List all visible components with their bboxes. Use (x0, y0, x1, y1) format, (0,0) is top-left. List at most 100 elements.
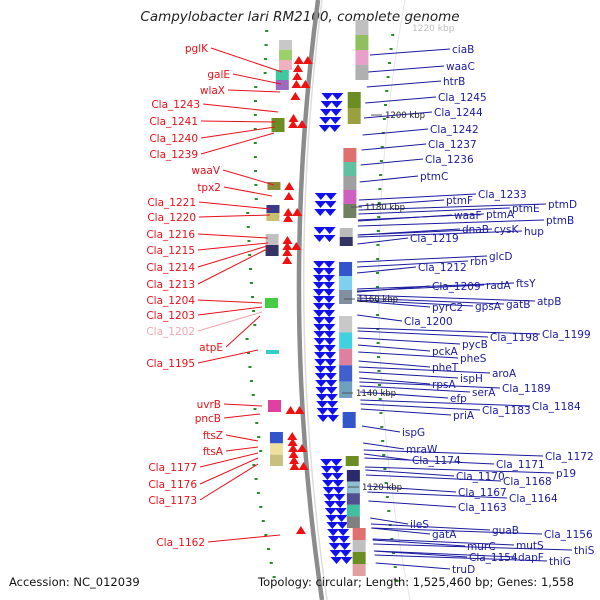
track-tick (389, 48, 393, 50)
track-tick (253, 324, 257, 326)
forward-gene-arrow (284, 182, 295, 190)
cog-block (352, 540, 366, 552)
right-label-connector (357, 297, 505, 305)
forward-gene-arrow (283, 208, 294, 216)
right-label-connector (358, 366, 491, 374)
left-label-connector (197, 349, 259, 364)
right-label-connector (366, 80, 442, 88)
reverse-gene-arrow (323, 303, 336, 310)
right-label-connector (358, 207, 511, 215)
cog-block (347, 92, 361, 108)
right-gene-label: Cla_1236 (425, 154, 474, 166)
reverse-gene-arrow (327, 536, 340, 543)
left-gene-label: atpE (199, 342, 223, 354)
left-label-connector (197, 248, 268, 285)
right-label-connector (370, 523, 491, 531)
right-gene-label: htrB (443, 76, 465, 88)
right-gene-label: thiS (574, 545, 595, 557)
right-label-connector (360, 408, 452, 416)
forward-gene-arrow (282, 242, 293, 250)
cog-block (343, 162, 357, 176)
right-label-connector (356, 294, 536, 302)
cog-block (267, 182, 281, 190)
reverse-gene-arrow (324, 366, 337, 373)
right-gene-labels: ciaBwaaChtrBCla_1245Cla_1244Cla_1242Cla_… (402, 44, 595, 576)
right-gene-label: gatB (506, 299, 530, 311)
track-tick (380, 426, 384, 428)
reverse-gene-arrow (340, 557, 353, 564)
track-tick (259, 450, 263, 452)
right-gene-label: Cla_1199 (542, 329, 591, 341)
forward-gene-arrow (294, 406, 305, 414)
left-gene-label: waaV (191, 165, 220, 177)
right-label-connector (357, 255, 488, 263)
left-gene-label: galE (207, 69, 230, 81)
track-tick (380, 146, 384, 148)
right-label-connector (361, 425, 401, 433)
reverse-gene-arrow (323, 235, 336, 242)
top-faded-kbp: 1220 kbp (412, 24, 455, 34)
reverse-gene-arrow (332, 487, 345, 494)
cog-block (355, 20, 369, 35)
forward-gene-arrow (291, 80, 302, 88)
left-label-connector (197, 299, 263, 304)
left-label-connector (225, 315, 261, 348)
right-gene-label: Cla_1209 (432, 281, 481, 293)
reverse-gene-arrow (313, 303, 326, 310)
reverse-gene-arrow (322, 296, 335, 303)
reverse-gene-arrow (322, 282, 335, 289)
right-gene-label: p19 (556, 468, 576, 480)
cog-block (265, 350, 279, 354)
reverse-gene-arrow (328, 125, 341, 132)
track-tick (390, 538, 394, 540)
track-tick (379, 160, 383, 162)
reverse-gene-arrow (324, 373, 337, 380)
right-gene-label: ftsY (516, 278, 536, 290)
track-tick (272, 576, 276, 578)
reverse-gene-arrow (323, 494, 336, 501)
right-gene-label: Cla_1170 (456, 471, 505, 483)
backbone-inner-highlight (302, 0, 328, 600)
right-gene-label: Cla_1242 (430, 124, 479, 136)
reverse-gene-arrow (322, 275, 335, 282)
track-tick (376, 356, 380, 358)
right-gene-label: truD (452, 564, 475, 576)
right-label-connector (365, 96, 437, 104)
left-label-connector (222, 169, 275, 186)
reverse-gene-arrow (313, 338, 326, 345)
right-label-connector (359, 385, 471, 393)
reverse-gene-arrow (323, 324, 336, 331)
reverse-gene-arrow (324, 508, 337, 515)
right-label-connector (363, 453, 411, 461)
track-tick (376, 342, 380, 344)
reverse-gene-arrow (329, 117, 342, 124)
right-label-connector (358, 351, 459, 359)
kbp-label: 1180 kbp (365, 203, 405, 213)
right-gene-label: ileS (410, 519, 429, 531)
track-tick (269, 562, 273, 564)
reverse-gene-arrow (321, 93, 334, 100)
right-gene-label: Cla_1163 (458, 502, 507, 514)
right-gene-label: Cla_1167 (458, 487, 507, 499)
cog-block (339, 228, 353, 237)
track-tick (376, 272, 380, 274)
reverse-gene-arrow (324, 201, 337, 208)
track-tick (376, 258, 380, 260)
reverse-gene-arrow (332, 480, 345, 487)
reverse-gene-arrow (319, 117, 332, 124)
reverse-gene-arrow (324, 352, 337, 359)
cog-block (346, 516, 360, 528)
reverse-gene-arrow (316, 408, 329, 415)
cog-block (347, 108, 361, 124)
reverse-gene-arrow (312, 289, 325, 296)
cog-block (343, 148, 357, 162)
right-label-connector (370, 517, 409, 525)
track-tick (392, 552, 396, 554)
genome-summary: Topology: circular; Length: 1,525,460 bp… (258, 575, 574, 589)
cog-block (275, 70, 289, 80)
cog-block (346, 493, 360, 505)
forward-gene-arrow (287, 438, 298, 446)
reverse-gene-arrow (319, 109, 332, 116)
track-tick (248, 254, 252, 256)
